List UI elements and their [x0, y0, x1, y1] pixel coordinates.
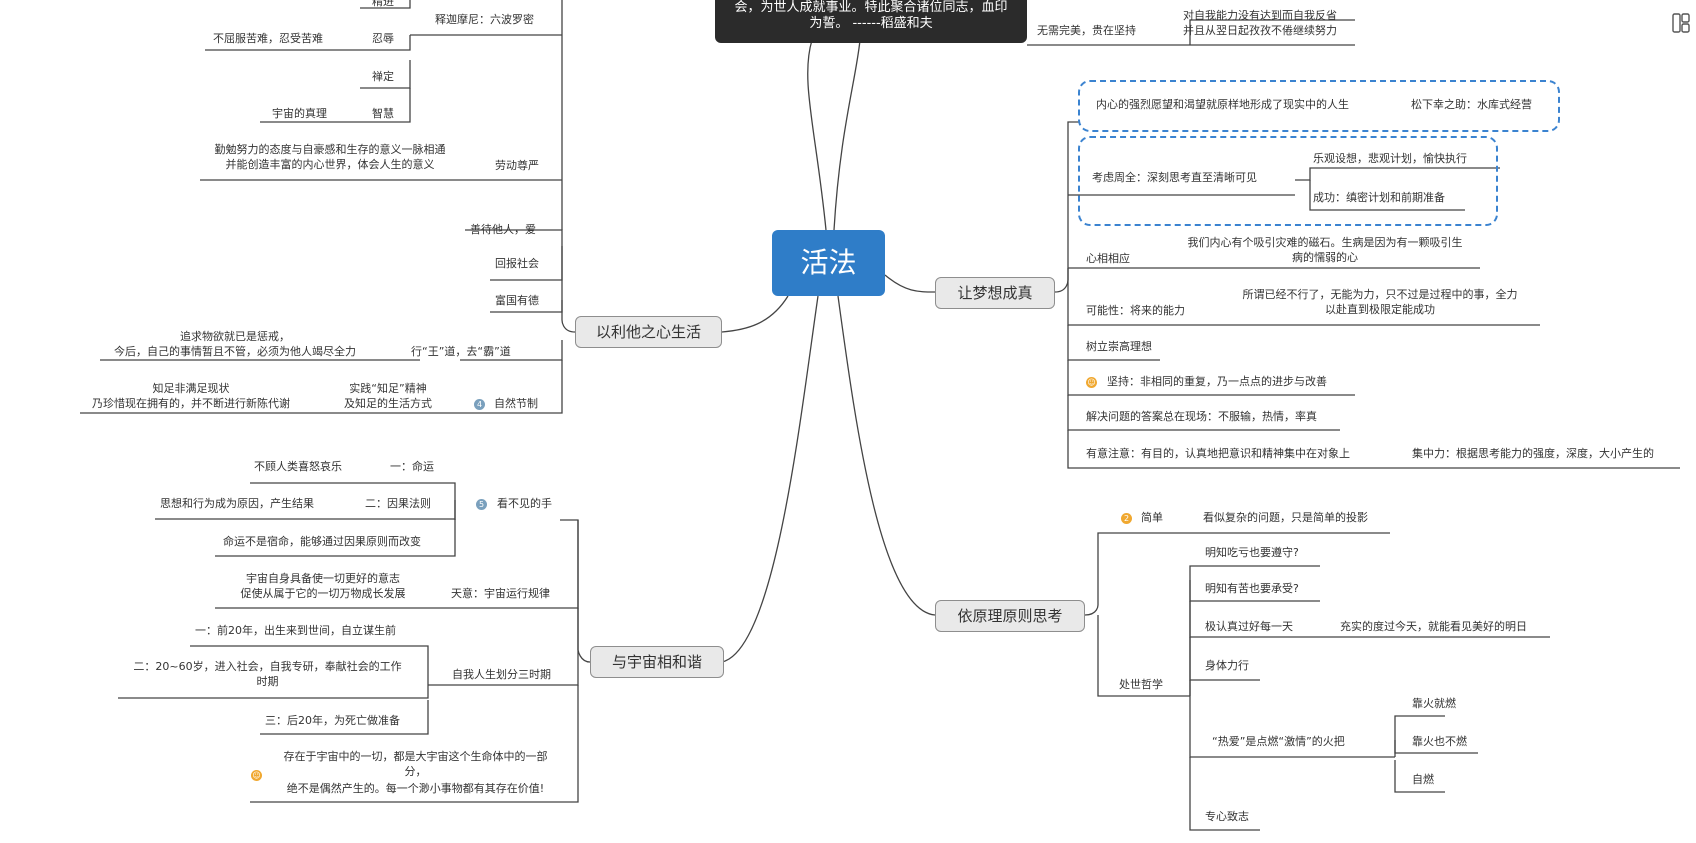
node-f1[interactable]: 靠火就燃 [1412, 697, 1456, 710]
node-kenengxing-desc-1[interactable]: 所谓已经不行了，无能为力，只不过是过程中的事，全力 [1242, 288, 1518, 301]
node-jianchi[interactable]: 坚持：非相同的重复，乃一点点的进步与改善 [1107, 375, 1327, 388]
node-renru-desc[interactable]: 不屈服苦难，忍受苦难 [213, 32, 323, 45]
node-leguan[interactable]: 乐观设想，悲观计划，愉快执行 [1313, 152, 1467, 165]
node-chanding[interactable]: 禅定 [372, 70, 394, 83]
branch-mengxiang[interactable]: 让梦想成真 [935, 277, 1055, 309]
node-s3[interactable]: 极认真过好每一天 [1205, 620, 1293, 633]
root-node[interactable]: 活法 [772, 230, 885, 296]
node-kenengxing-desc-2[interactable]: 以赴直到极限定能成功 [1325, 303, 1435, 316]
node-mingyun-desc[interactable]: 不顾人类喜怒哀乐 [254, 460, 342, 473]
node-xinxiang-desc-1[interactable]: 我们内心有个吸引灾难的磁石。生病是因为有一颗吸引生 [1187, 236, 1463, 249]
node-xinxiang-desc-2[interactable]: 病的懦弱的心 [1292, 251, 1358, 264]
layout-icon[interactable] [1672, 12, 1690, 34]
node-zhihui-desc[interactable]: 宇宙的真理 [272, 107, 327, 120]
node-cunzai-1[interactable]: 存在于宇宙中的一切，都是大宇宙这个生命体中的一部 [283, 750, 548, 763]
node-f2[interactable]: 靠火也不燃 [1412, 735, 1467, 748]
node-zhizu-mid-1[interactable]: 实践“知足”精神 [349, 382, 427, 395]
node-laodong[interactable]: 劳动尊严 [495, 159, 539, 172]
node-yinguo-desc[interactable]: 思想和行为成为原因，产生结果 [160, 497, 314, 510]
node-renru[interactable]: 忍辱 [372, 32, 394, 45]
node-jingjin[interactable]: 精进 [372, 0, 394, 8]
node-f3[interactable]: 自燃 [1412, 773, 1434, 786]
node-wangdao-desc-1[interactable]: 追求物欲就已是惩戒， [180, 330, 290, 343]
node-zhihui[interactable]: 智慧 [372, 107, 394, 120]
node-s1[interactable]: 明知吃亏也要遵守? [1205, 546, 1299, 559]
node-wangdao[interactable]: 行“王”道，去“霸”道 [411, 345, 511, 358]
node-kenengxing[interactable]: 可能性：将来的能力 [1086, 304, 1185, 317]
node-cunzai-3[interactable]: 绝不是偶然产生的。每一个渺小事物都有其存在价值! [286, 782, 545, 795]
node-mingyun[interactable]: 一：命运 [390, 460, 434, 473]
node-zhizu-desc-1[interactable]: 知足非满足现状 [152, 382, 230, 395]
node-kaolv[interactable]: 考虑周全：深刻思考直至清晰可见 [1092, 171, 1257, 184]
node-huibao[interactable]: 回报社会 [495, 257, 539, 270]
quote-box: 会，为世人成就事业。特此聚合诸位同志，血印 为誓。 ------稻盛和夫 [715, 0, 1027, 43]
node-zhizu-desc-2[interactable]: 乃珍惜现在拥有的，并不断进行新陈代谢 [92, 397, 290, 410]
node-p3[interactable]: 三：后20年，为死亡做准备 [265, 714, 400, 727]
boundary-kaolv [1078, 136, 1498, 226]
node-shuli[interactable]: 树立崇高理想 [1086, 340, 1152, 353]
marker-smile-icon: ☺ [251, 770, 262, 781]
node-fanxing-2[interactable]: 并且从翌日起孜孜不倦继续努力 [1183, 24, 1337, 37]
node-laodong-desc-2[interactable]: 并能创造丰富的内心世界，体会人生的意义 [225, 158, 435, 171]
node-youyi[interactable]: 有意注意：有目的，认真地把意识和精神集中在对象上 [1086, 447, 1350, 460]
marker-2-icon: 2 [1121, 513, 1132, 524]
node-p2-1[interactable]: 二：20~60岁，进入社会，自我专研，奉献社会的工作 [133, 660, 402, 673]
quote-line-2: 为誓。 ------稻盛和夫 [809, 16, 933, 31]
branch-yuanli[interactable]: 依原理原则思考 [935, 600, 1085, 632]
node-jiejue[interactable]: 解决问题的答案总在现场：不服输，热情，率真 [1086, 410, 1317, 423]
quote-line-1: 会，为世人成就事业。特此聚合诸位同志，血印 [734, 0, 1008, 15]
node-kanbujian[interactable]: 看不见的手 [497, 497, 552, 510]
node-chenggong[interactable]: 成功：缜密计划和前期准备 [1313, 191, 1445, 204]
node-p1[interactable]: 一：前20年，出生来到世间，自立谋生前 [195, 624, 396, 637]
node-zhizu-mid-2[interactable]: 及知足的生活方式 [344, 397, 432, 410]
node-sanshiqi[interactable]: 自我人生划分三时期 [452, 668, 551, 681]
node-tianyi-desc-2[interactable]: 促使从属于它的一切万物成长发展 [240, 587, 406, 600]
node-s2[interactable]: 明知有苦也要承受? [1205, 582, 1299, 595]
node-chushi[interactable]: 处世哲学 [1119, 678, 1163, 691]
branch-lita[interactable]: 以利他之心生活 [575, 316, 722, 348]
branch-yuzhou[interactable]: 与宇宙相和谐 [590, 646, 724, 678]
node-ziran[interactable]: 自然节制 [494, 397, 538, 410]
marker-4-icon: 4 [474, 399, 485, 410]
marker-5-icon: 5 [476, 499, 487, 510]
node-laodong-desc-1[interactable]: 勤勉努力的态度与自豪感和生存的意义一脉相通 [214, 143, 446, 156]
node-s5[interactable]: “热爱”是点燃“激情”的火把 [1212, 735, 1345, 748]
node-songxia[interactable]: 松下幸之助：水库式经营 [1411, 98, 1532, 111]
node-tianyi[interactable]: 天意：宇宙运行规律 [451, 587, 550, 600]
node-s4[interactable]: 身体力行 [1205, 659, 1249, 672]
node-wangdao-desc-2[interactable]: 今后，自己的事情暂且不管，必须为他人竭尽全力 [114, 345, 356, 358]
marker-smile-icon-2: ☺ [1086, 377, 1097, 388]
node-liudu[interactable]: 释迦摩尼：六波罗密 [435, 13, 534, 26]
node-jiandan-desc[interactable]: 看似复杂的问题，只是简单的投影 [1203, 511, 1368, 524]
node-yinguo[interactable]: 二：因果法则 [365, 497, 431, 510]
node-shandai[interactable]: 善待他人，爱 [470, 223, 536, 236]
node-jiandan[interactable]: 简单 [1141, 511, 1163, 524]
node-cunzai-2[interactable]: 分， [404, 765, 427, 778]
node-fuguo[interactable]: 富国有德 [495, 294, 539, 307]
node-xinxiang[interactable]: 心相相应 [1086, 252, 1130, 265]
node-wuxu[interactable]: 无需完美，贵在坚持 [1037, 24, 1136, 37]
boundary-neixin [1078, 80, 1560, 132]
node-jizhongli[interactable]: 集中力：根据思考能力的强度，深度，大小产生的 [1412, 447, 1654, 460]
node-tianyi-desc-1[interactable]: 宇宙自身具备使一切更好的意志 [246, 572, 400, 585]
node-neixin[interactable]: 内心的强烈愿望和渴望就原样地形成了现实中的人生 [1096, 98, 1349, 111]
node-p2-2[interactable]: 时期 [256, 675, 279, 688]
node-gaibian[interactable]: 命运不是宿命，能够通过因果原则而改变 [223, 535, 421, 548]
node-fanxing-1[interactable]: 对自我能力没有达到而自我反省 [1183, 9, 1337, 22]
node-s6[interactable]: 专心致志 [1205, 810, 1249, 823]
node-s3-desc[interactable]: 充实的度过今天，就能看见美好的明日 [1340, 620, 1527, 633]
